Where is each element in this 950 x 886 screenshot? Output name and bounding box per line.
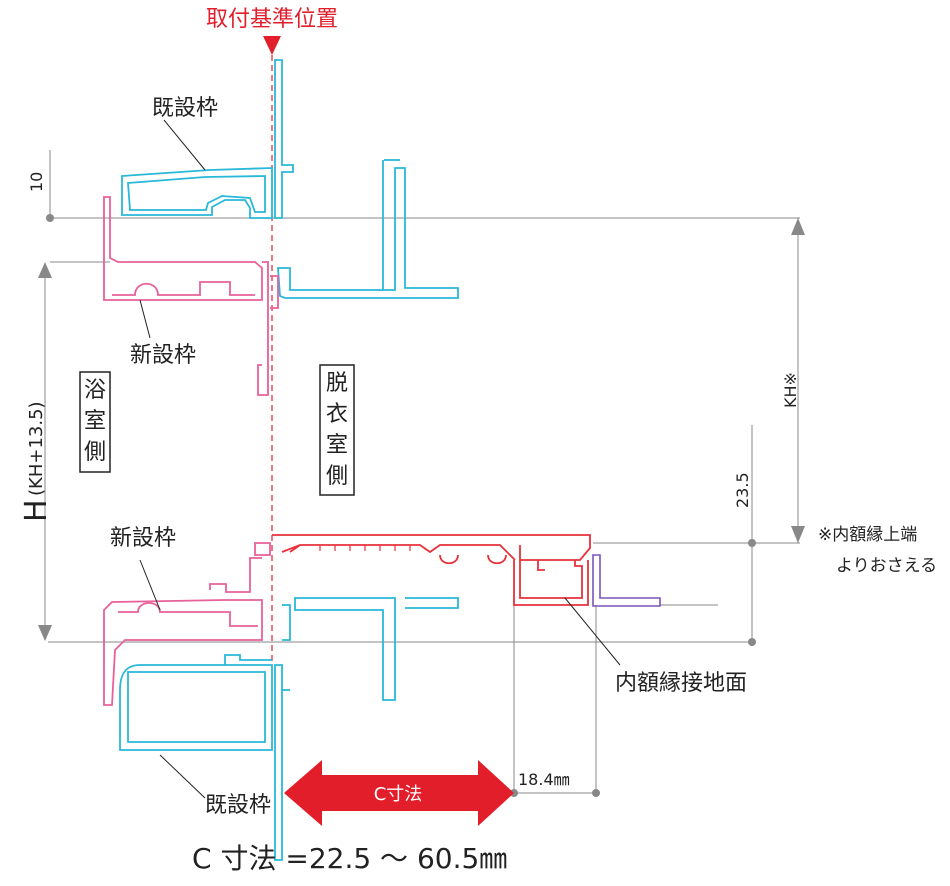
reference-marker-triangle: [263, 36, 281, 55]
trim-piece-profile: [592, 554, 661, 607]
dim-kh-label: KH※: [781, 372, 800, 408]
changing-room-char-1: 脱: [326, 371, 348, 396]
dim-h-sub-label: (KH+13.5): [26, 401, 47, 496]
leader-existing-frame-top: [163, 119, 206, 171]
changing-room-char-3: 室: [326, 433, 348, 458]
reference-position-label: 取付基準位置: [206, 7, 338, 32]
dim-23-5-label: 23.5: [733, 472, 752, 508]
changing-room-char-4: 側: [326, 464, 348, 489]
note-line-2: よりおさえる: [836, 556, 937, 576]
new-frame-top-profile: [103, 196, 279, 396]
existing-frame-top-profile: [121, 59, 459, 299]
bathroom-side-char-3: 側: [84, 440, 106, 465]
bathroom-side-box: [79, 371, 111, 473]
leader-new-frame-bottom: [139, 559, 161, 611]
dimension-arrows: [38, 218, 805, 641]
dim-18-4-label: 18.4㎜: [518, 770, 570, 789]
inner-frame-contact-label: 内額縁接地面: [615, 671, 747, 696]
bathroom-side-char-2: 室: [84, 409, 106, 434]
c-formula-text: C 寸法 =22.5 ～ 60.5㎜: [192, 842, 507, 875]
new-frame-bottom-profile: [103, 542, 271, 706]
dim-h-label: H: [19, 499, 54, 522]
c-dimension-arrow: [284, 760, 514, 826]
leader-new-frame-top: [139, 299, 151, 339]
changing-room-side-box: [319, 364, 355, 496]
dimension-dots: [46, 214, 756, 797]
inner-frame-teeth: [319, 545, 411, 551]
existing-frame-top-label: 既設枠: [152, 96, 218, 121]
leader-inner-frame-contact: [564, 597, 621, 666]
c-arrow-label: C寸法: [374, 784, 423, 805]
new-frame-top-label: 新設枠: [130, 343, 196, 368]
existing-frame-bottom-label: 既設枠: [205, 793, 271, 818]
leader-existing-frame-bottom: [159, 754, 206, 799]
new-frame-bottom-label: 新設枠: [110, 526, 176, 551]
bathroom-side-char-1: 浴: [84, 378, 106, 403]
note-line-1: ※内額縁上端: [818, 525, 917, 545]
dimension-lines: [44, 150, 800, 794]
dim-10-label: 10: [27, 172, 46, 192]
existing-frame-bottom-profile: [119, 597, 459, 861]
changing-room-char-2: 衣: [326, 402, 348, 427]
